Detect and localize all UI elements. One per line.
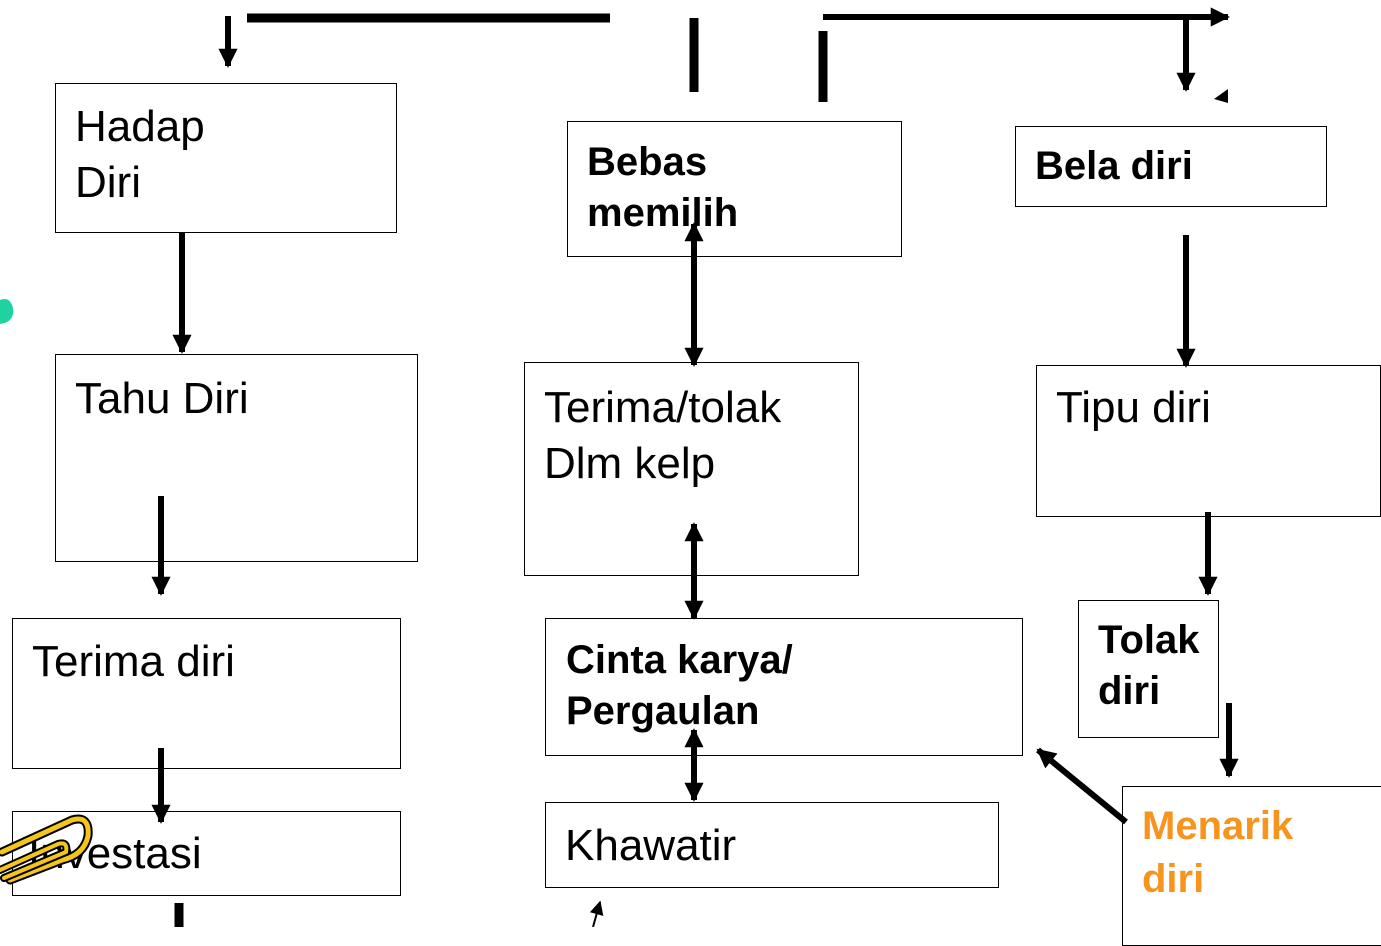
label-tolak-diri: Tolak diri [1098, 618, 1200, 713]
label-tipu-diri: Tipu diri [1056, 383, 1211, 432]
box-bebas-memilih [567, 121, 902, 257]
box-tipu-diri [1036, 365, 1381, 517]
box-cinta-karya [545, 618, 1023, 756]
box-tolak-diri [1078, 600, 1219, 738]
connector-layer [151, 7, 1239, 927]
label-tahu-diri: Tahu Diri [75, 374, 249, 423]
box-bela-diri [1015, 126, 1327, 207]
box-terima-diri [12, 618, 401, 769]
box-menarik-diri [1122, 786, 1381, 946]
box-khawatir [545, 802, 999, 888]
label-investasi: Investasi [28, 829, 202, 878]
small-arrow-up [589, 900, 604, 927]
arrow-menarik-to-cinta [1036, 747, 1128, 825]
label-bela-diri: Bela diri [1035, 144, 1193, 188]
label-menarik-diri: Menarik diri [1142, 804, 1294, 901]
label-hadap-diri: Hadap Diri [75, 102, 205, 207]
label-khawatir: Khawatir [565, 821, 737, 870]
box-tahu-diri [55, 354, 418, 562]
label-bebas-memilih: Bebas memilih [587, 140, 739, 235]
box-hadap-diri [55, 83, 397, 233]
label-cinta-karya: Cinta karya/ Pergaulan [566, 638, 793, 733]
label-terima-tolak: Terima/tolak Dlm kelp [544, 383, 782, 488]
small-arrowhead [1214, 89, 1228, 103]
label-terima-diri: Terima diri [32, 637, 235, 686]
